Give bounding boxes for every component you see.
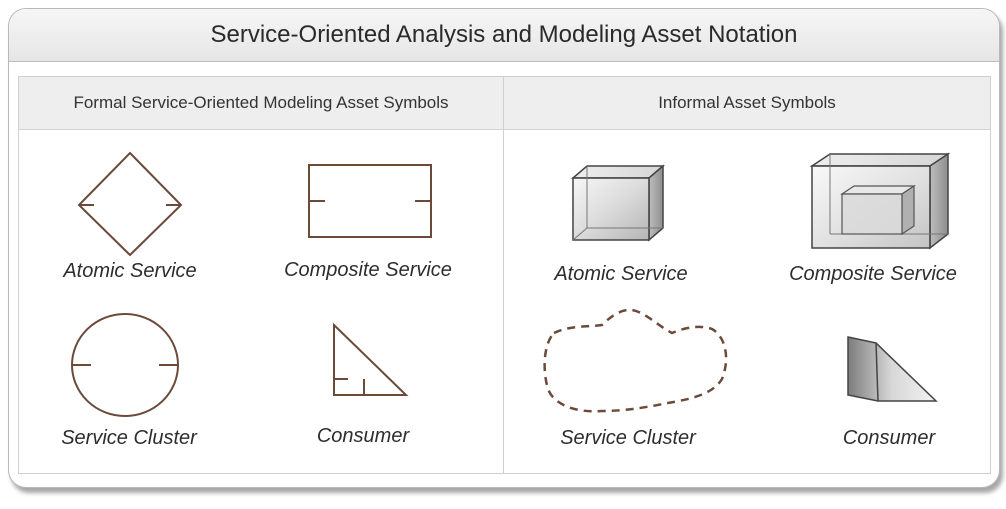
formal-consumer-label: Consumer: [316, 425, 410, 447]
informal-symbols-panel: Informal Asset Symbols: [503, 76, 991, 474]
formal-service-cluster-label: Service Cluster: [61, 427, 197, 449]
informal-composite-service-symbol: [809, 152, 951, 250]
formal-consumer-symbol: [333, 322, 409, 396]
informal-panel-heading: Informal Asset Symbols: [504, 77, 990, 130]
informal-composite-service-label: Composite Service: [789, 263, 957, 285]
informal-atomic-service-symbol: [570, 164, 666, 242]
formal-panel-heading: Formal Service-Oriented Modeling Asset S…: [19, 77, 503, 130]
formal-symbols-panel: Formal Service-Oriented Modeling Asset S…: [18, 76, 504, 474]
formal-composite-service-label: Composite Service: [284, 259, 452, 281]
informal-service-cluster-symbol: [543, 308, 728, 413]
formal-composite-service-symbol: [308, 164, 432, 238]
formal-atomic-service-symbol: [77, 151, 183, 257]
diagram-title: Service-Oriented Analysis and Modeling A…: [9, 9, 999, 62]
informal-atomic-service-label: Atomic Service: [554, 263, 688, 285]
formal-atomic-service-label: Atomic Service: [63, 260, 197, 282]
informal-service-cluster-label: Service Cluster: [560, 427, 696, 449]
formal-service-cluster-symbol: [71, 313, 179, 417]
informal-consumer-label: Consumer: [842, 427, 936, 449]
informal-consumer-symbol: [847, 336, 938, 402]
